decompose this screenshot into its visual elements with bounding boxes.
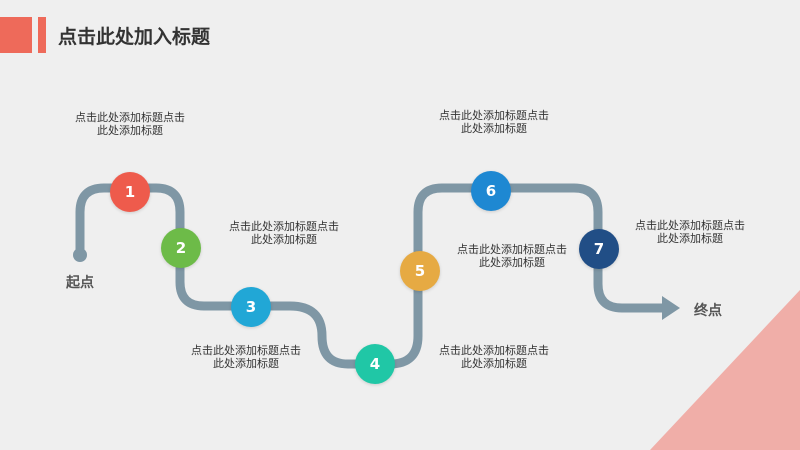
node-number: 4	[369, 355, 381, 373]
caption-line: 此处添加标题	[461, 122, 527, 135]
caption-node-6: 点击此处添加标题点击 此处添加标题	[424, 109, 564, 135]
caption-line: 此处添加标题	[97, 124, 163, 137]
start-label: 起点	[66, 275, 94, 291]
caption-line: 点击此处添加标题点击	[75, 111, 185, 124]
node-number: 6	[485, 182, 497, 200]
caption-node-5: 点击此处添加标题点击 此处添加标题	[442, 243, 582, 269]
timeline-node-4: 4	[355, 344, 395, 384]
caption-line: 点击此处添加标题点击	[439, 109, 549, 122]
caption-node-4: 点击此处添加标题点击 此处添加标题	[424, 344, 564, 370]
timeline-node-1: 1	[110, 172, 150, 212]
caption-line: 点击此处添加标题点击	[229, 220, 339, 233]
caption-line: 此处添加标题	[461, 357, 527, 370]
caption-node-3: 点击此处添加标题点击 此处添加标题	[176, 344, 316, 370]
caption-line: 点击此处添加标题点击	[191, 344, 301, 357]
caption-line: 此处添加标题	[251, 233, 317, 246]
node-number: 3	[245, 298, 257, 316]
caption-node-1: 点击此处添加标题点击 此处添加标题	[60, 111, 200, 137]
end-arrow-icon	[662, 296, 680, 320]
caption-node-2: 点击此处添加标题点击 此处添加标题	[214, 220, 354, 246]
caption-node-7: 点击此处添加标题点击 此处添加标题	[620, 219, 760, 245]
node-number: 2	[175, 239, 187, 257]
caption-line: 此处添加标题	[213, 357, 279, 370]
caption-line: 此处添加标题	[479, 256, 545, 269]
timeline-node-3: 3	[231, 287, 271, 327]
caption-line: 此处添加标题	[657, 232, 723, 245]
node-number: 5	[414, 262, 426, 280]
node-number: 7	[593, 240, 605, 258]
timeline-node-2: 2	[161, 228, 201, 268]
caption-line: 点击此处添加标题点击	[457, 243, 567, 256]
page-title: 点击此处加入标题	[58, 26, 211, 48]
caption-line: 点击此处添加标题点击	[439, 344, 549, 357]
caption-line: 点击此处添加标题点击	[635, 219, 745, 232]
title-accent-block	[0, 17, 32, 53]
timeline-node-7: 7	[579, 229, 619, 269]
start-dot	[73, 248, 87, 262]
end-label: 终点	[694, 303, 722, 319]
timeline-node-5: 5	[400, 251, 440, 291]
node-number: 1	[124, 183, 136, 201]
timeline-node-6: 6	[471, 171, 511, 211]
title-accent-bar	[38, 17, 46, 53]
